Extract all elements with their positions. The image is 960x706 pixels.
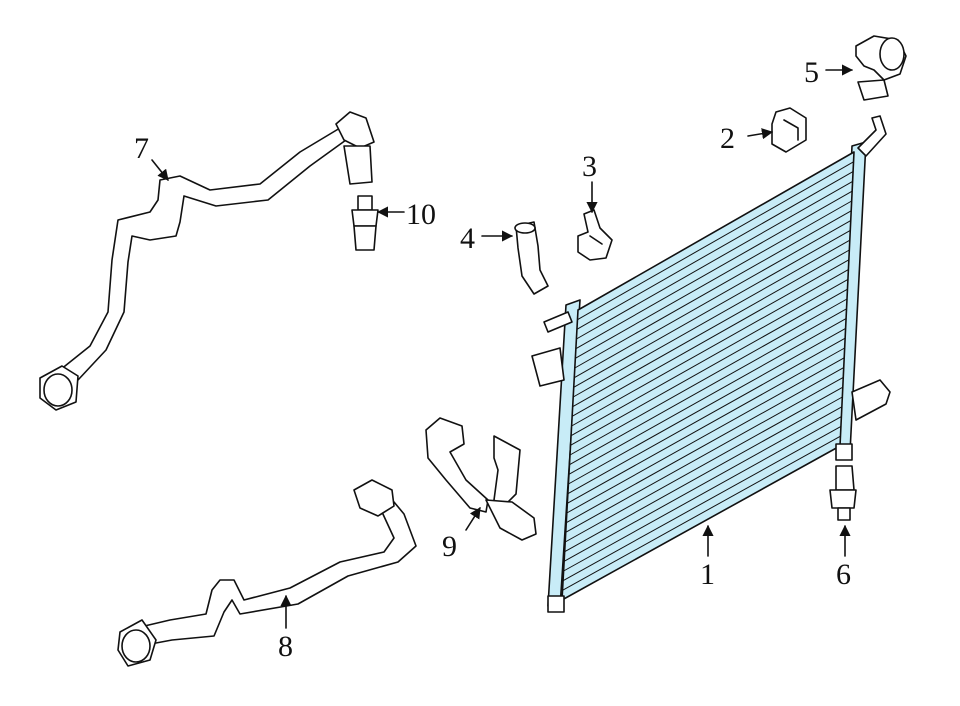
radiator-fin-line (567, 337, 846, 495)
leader-7 (151, 159, 169, 181)
sensor-part-6[interactable] (829, 465, 857, 521)
bracket-part-3[interactable] (577, 209, 613, 261)
pipe-part-9[interactable] (425, 417, 537, 541)
radiator-fin-line (576, 171, 854, 330)
radiator-fin-line (569, 298, 848, 456)
callout-5: 5 (804, 56, 819, 89)
callout-6: 6 (836, 558, 851, 591)
radiator-fin-line (572, 249, 850, 408)
radiator-fin-line (563, 406, 843, 562)
callout-8: 8 (278, 630, 293, 663)
radiator-part-1[interactable] (531, 115, 891, 613)
radiator-fin-line (565, 376, 844, 533)
radiator-fin-line (571, 269, 849, 427)
radiator-fin-line (575, 200, 852, 359)
radiator-fin-line (574, 210, 852, 369)
radiator-fin-line (567, 347, 845, 504)
hose-part-7[interactable] (39, 111, 375, 411)
callout-2: 2 (720, 122, 735, 155)
radiator-fin-line (564, 386, 844, 543)
radiator-fins (562, 161, 854, 591)
radiator-fin-line (577, 161, 854, 321)
radiator-fin-line (568, 327, 846, 485)
leader-2 (747, 128, 774, 140)
radiator-fin-line (562, 425, 842, 582)
bracket-part-2[interactable] (771, 107, 807, 153)
radiator-fin-line (569, 308, 847, 466)
callout-labels: 1 2 3 4 5 6 7 8 9 10 (134, 56, 851, 663)
callout-7: 7 (134, 132, 149, 165)
radiator-fin-line (570, 278, 849, 437)
radiator-fin-line (566, 367, 844, 524)
hose-part-8[interactable] (117, 479, 417, 667)
radiator-fin-line (563, 416, 842, 572)
radiator-fin-line (571, 259, 850, 417)
callout-3: 3 (582, 150, 597, 183)
hose-part-4[interactable] (514, 221, 549, 295)
callout-9: 9 (442, 530, 457, 563)
leader-lines (151, 64, 854, 629)
leader-9 (465, 507, 481, 531)
hose-part-5[interactable] (855, 35, 907, 101)
sensor-part-10[interactable] (351, 195, 379, 251)
radiator-fin-line (575, 190, 853, 350)
callout-10: 10 (406, 198, 436, 231)
radiator-fin-line (566, 357, 845, 514)
radiator-fin-line (564, 396, 843, 553)
radiator-fin-line (573, 229, 851, 388)
radiator-fin-line (562, 435, 841, 591)
radiator-fin-line (570, 288, 848, 446)
radiator-fin-line (568, 318, 847, 475)
callout-1: 1 (700, 558, 715, 591)
radiator-fin-line (576, 180, 853, 340)
radiator-fin-line (572, 239, 851, 398)
radiator-fin-line (574, 220, 851, 379)
callout-4: 4 (460, 222, 475, 255)
